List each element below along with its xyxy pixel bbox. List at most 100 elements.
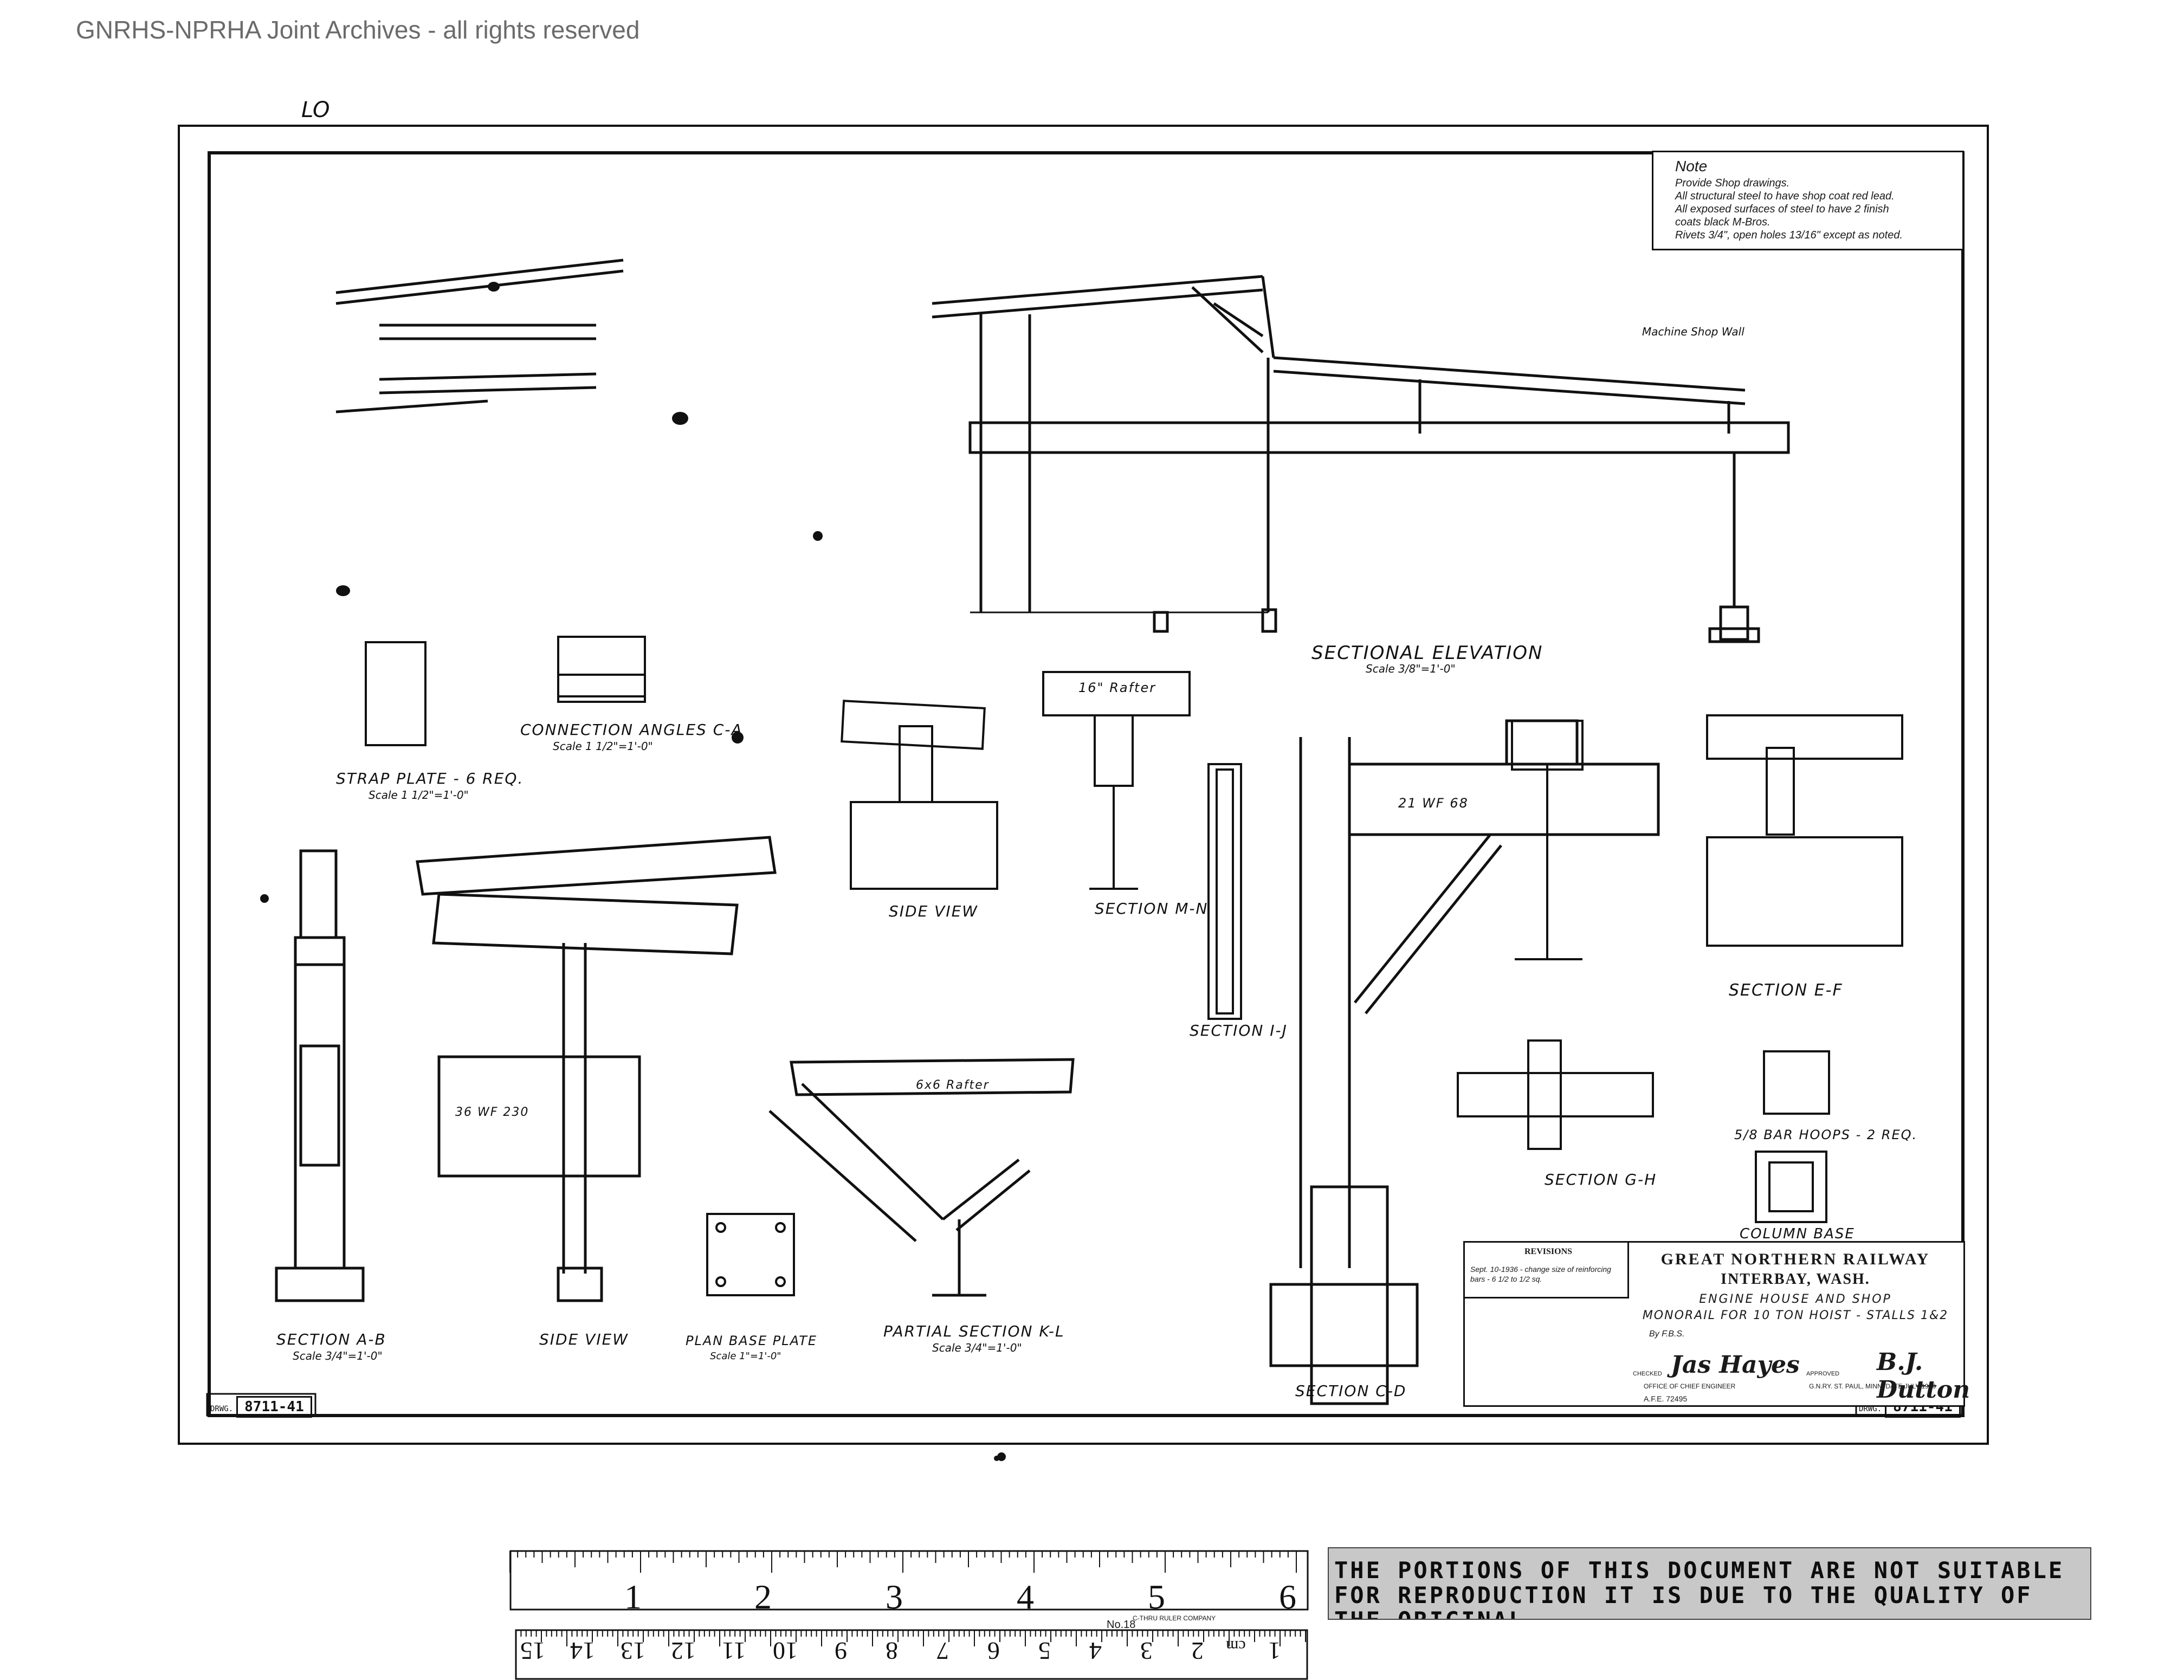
label-rafter-16: 16" Rafter — [1078, 680, 1156, 695]
ruler-inch-6: 6 — [1279, 1578, 1296, 1616]
label-section-e-f: SECTION E-F — [1729, 981, 1843, 1000]
drawing-title-1: ENGINE HOUSE AND SHOP — [1699, 1293, 1892, 1306]
label-column-base: COLUMN BASE — [1740, 1226, 1855, 1242]
checked-label: CHECKED — [1633, 1371, 1662, 1377]
ruler-inch-3: 3 — [886, 1578, 903, 1616]
ruler-inch-5: 5 — [1148, 1578, 1165, 1616]
ruler-cm-5: 5 — [1038, 1637, 1051, 1665]
ruler-cm-14: 14 — [570, 1637, 595, 1665]
label-rafter-6x6: 6x6 Rafter — [916, 1078, 990, 1092]
label-partial-section-k-l-scale: Scale 3/4"=1'-0" — [932, 1341, 1022, 1354]
ruler-graphic — [509, 1550, 1309, 1680]
ruler-cm-15: 15 — [520, 1637, 545, 1665]
ruler-inch-1: 1 — [624, 1578, 642, 1616]
ruler-cm-13: 13 — [621, 1637, 645, 1665]
approved-label: APPROVED — [1806, 1371, 1840, 1377]
approved-signature: B.J. Dutton — [1877, 1348, 1970, 1404]
degradation-speck — [997, 1452, 1006, 1461]
label-connection-angles: CONNECTION ANGLES C-A — [520, 721, 743, 739]
label-sectional-elevation: SECTIONAL ELEVATION — [1311, 642, 1543, 664]
section-g-h — [1457, 1039, 1654, 1150]
partial-section-k-l — [768, 1058, 1075, 1297]
drawing-number-left: DRWG.8711-41 — [210, 1396, 312, 1418]
label-section-i-j: SECTION I-J — [1190, 1022, 1288, 1039]
ruler-inch-4: 4 — [1017, 1578, 1034, 1616]
degradation-speck — [813, 531, 823, 541]
sectional-elevation — [932, 275, 1790, 643]
section-e-f — [1706, 714, 1903, 947]
drawn-by: By F.B.S. — [1649, 1329, 1685, 1339]
ruler-cm-unit: cm — [1226, 1637, 1246, 1655]
label-machine-shop-wall: Machine Shop Wall — [1642, 325, 1744, 338]
ruler-cm-9: 9 — [835, 1637, 847, 1665]
roof-framing-fragments — [335, 259, 624, 413]
ruler-cm-1: 1 — [1268, 1637, 1281, 1665]
ruler-cm-3: 3 — [1140, 1637, 1153, 1665]
section-a-b — [275, 849, 365, 1302]
label-side-view-small: SIDE VIEW — [889, 902, 978, 920]
section-i-j — [1207, 763, 1242, 1020]
corner-mark: LO — [301, 98, 330, 122]
ruler-cm-12: 12 — [671, 1637, 696, 1665]
drwg-label: DRWG. — [210, 1405, 234, 1413]
revisions-box: REVISIONS Sept. 10-1936 - change size of… — [1465, 1243, 1629, 1298]
note-line: Rivets 3/4", open holes 13/16" except as… — [1675, 229, 1903, 241]
label-wf-36: 36 WF 230 — [455, 1106, 529, 1119]
column-and-knee-brace — [1269, 719, 1660, 1405]
ruler-cm-2: 2 — [1191, 1637, 1204, 1665]
label-section-a-b-scale: Scale 3/4"=1'-0" — [293, 1349, 383, 1362]
degradation-speck — [672, 412, 688, 425]
label-plan-base-plate-scale: Scale 1"=1'-0" — [710, 1351, 781, 1362]
location: INTERBAY, WASH. — [1721, 1271, 1870, 1288]
label-side-view: SIDE VIEW — [539, 1330, 629, 1348]
label-plan-base-plate: PLAN BASE PLATE — [686, 1333, 818, 1348]
measuring-ruler: 1 2 3 4 5 6 No.18 C-THRU RULER COMPANY 1… — [509, 1550, 1309, 1680]
degradation-speck — [260, 894, 269, 903]
note-line: All exposed surfaces of steel to have 2 … — [1675, 203, 1889, 215]
drwg-number: 8711-41 — [236, 1396, 312, 1418]
note-title: Note — [1675, 158, 1708, 175]
revisions-text: Sept. 10-1936 - change size of reinforci… — [1470, 1265, 1611, 1284]
label-partial-section-k-l: PARTIAL SECTION K-L — [883, 1322, 1065, 1340]
label-strap-plate-scale: Scale 1 1/2"=1'-0" — [369, 789, 469, 802]
title-block: REVISIONS Sept. 10-1936 - change size of… — [1463, 1241, 1970, 1407]
column-base — [1755, 1050, 1830, 1223]
label-bar-hoops: 5/8 BAR HOOPS - 2 REQ. — [1734, 1127, 1918, 1142]
ruler-cm-6: 6 — [987, 1637, 1000, 1665]
drwg-label: DRWG. — [1859, 1405, 1882, 1413]
ruler-inch-2: 2 — [754, 1578, 772, 1616]
office-of-chief-engineer: OFFICE OF CHIEF ENGINEER — [1644, 1382, 1736, 1390]
outer-sheet-border — [178, 125, 1989, 1445]
note-box: Note Provide Shop drawings. All structur… — [1652, 151, 1964, 250]
company-name: GREAT NORTHERN RAILWAY — [1660, 1250, 1930, 1268]
label-section-a-b: SECTION A-B — [276, 1330, 386, 1348]
ruler-cm-7: 7 — [936, 1637, 949, 1665]
label-strap-plate: STRAP PLATE - 6 REQ. — [336, 770, 524, 787]
title-main: GREAT NORTHERN RAILWAY INTERBAY, WASH. E… — [1627, 1243, 1970, 1405]
drawing-title-2: MONORAIL FOR 10 TON HOIST - STALLS 1&2 — [1642, 1309, 1949, 1322]
degradation-speck — [336, 585, 350, 596]
ruler-brand: C-THRU RULER COMPANY — [1133, 1614, 1216, 1622]
revisions-heading: REVISIONS — [1524, 1247, 1573, 1256]
ruler-cm-10: 10 — [773, 1637, 798, 1665]
label-sectional-elevation-scale: Scale 3/8"=1'-0" — [1366, 662, 1456, 675]
note-line: coats black M-Bros. — [1675, 216, 1771, 228]
label-section-m-n: SECTION M-N — [1095, 900, 1209, 917]
reproduction-warning: THE PORTIONS OF THIS DOCUMENT ARE NOT SU… — [1328, 1547, 2091, 1620]
degradation-speck — [732, 732, 744, 744]
section-m-n — [1042, 671, 1191, 890]
note-line: All structural steel to have shop coat r… — [1675, 190, 1895, 202]
afe-number: A.F.E. 72495 — [1644, 1394, 1688, 1403]
ruler-cm-11: 11 — [722, 1637, 746, 1665]
punch-dot — [994, 1456, 999, 1461]
label-wf-21: 21 WF 68 — [1398, 796, 1469, 811]
label-section-c-d: SECTION C-D — [1295, 1382, 1407, 1400]
section-e-f-beam — [1511, 720, 1584, 960]
side-view-small — [841, 700, 998, 890]
label-connection-angles-scale: Scale 1 1/2"=1'-0" — [553, 740, 653, 753]
archive-watermark: GNRHS-NPRHA Joint Archives - all rights … — [76, 16, 640, 44]
label-section-g-h: SECTION G-H — [1545, 1171, 1657, 1188]
note-line: Provide Shop drawings. — [1675, 177, 1790, 189]
degradation-speck — [488, 282, 500, 292]
